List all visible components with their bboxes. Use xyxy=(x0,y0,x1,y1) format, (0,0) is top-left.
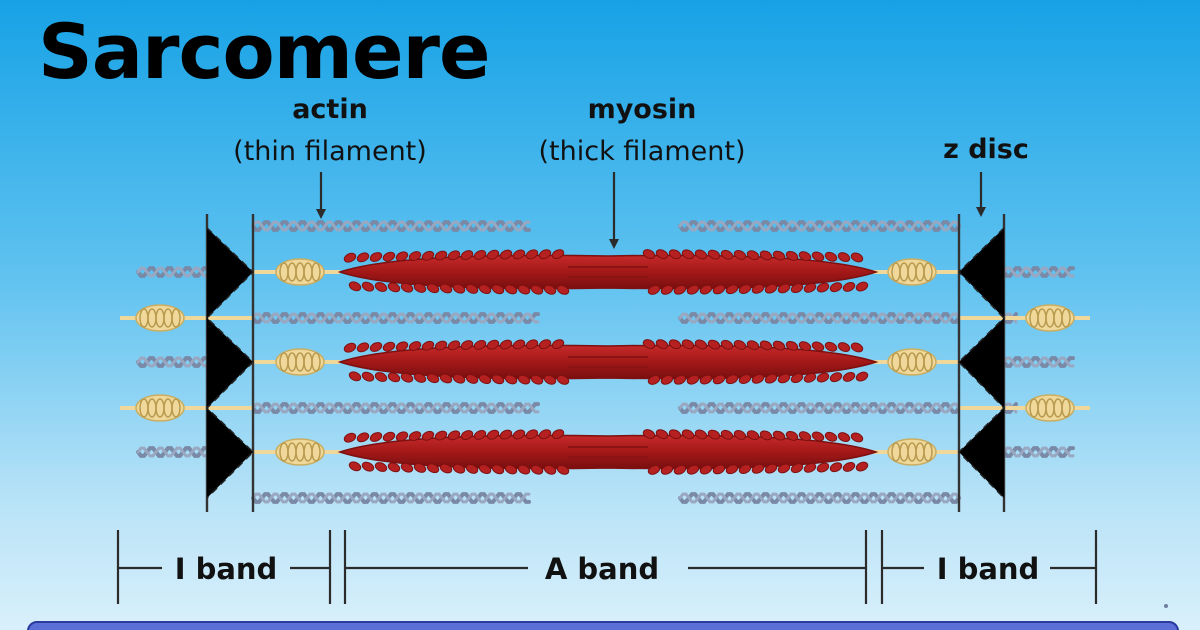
left-i-band-label: I band xyxy=(175,552,278,586)
actin-strand xyxy=(678,220,961,232)
titin-coil xyxy=(135,394,185,422)
a-band-label: A band xyxy=(545,552,659,586)
titin-springs xyxy=(120,258,1090,466)
z-disc-left xyxy=(205,214,255,512)
actin-strand xyxy=(136,356,209,368)
titin-coil xyxy=(887,258,937,286)
actin-strand xyxy=(136,266,209,278)
myosin-sub-label: (thick filament) xyxy=(539,136,746,167)
titin-coil xyxy=(275,348,325,376)
titin-coil xyxy=(275,438,325,466)
actin-label: actin xyxy=(292,94,368,125)
titin-coil xyxy=(275,258,325,286)
right-i-band-bracket xyxy=(880,530,1098,604)
myosin-filaments xyxy=(337,249,879,475)
actin-strand xyxy=(251,220,531,232)
actin-strand xyxy=(1002,356,1075,368)
actin-strand xyxy=(678,492,961,504)
left-i-band-bracket xyxy=(116,530,332,604)
titin-coil xyxy=(1025,394,1075,422)
zdisc-label: z disc xyxy=(943,134,1029,165)
myosin-thick-filament xyxy=(337,249,879,295)
titin-coil xyxy=(135,304,185,332)
dot-decoration xyxy=(1164,604,1168,608)
page-title: Sarcomere xyxy=(38,7,490,96)
titin-coil xyxy=(887,348,937,376)
actin-filaments xyxy=(136,220,1075,504)
actin-strand xyxy=(251,312,540,324)
actin-strand xyxy=(1002,266,1075,278)
actin-sub-label: (thin filament) xyxy=(233,136,427,167)
myosin-thick-filament xyxy=(337,429,879,475)
right-i-band-label: I band xyxy=(937,552,1040,586)
z-disc-right xyxy=(957,214,1006,512)
actin-strand xyxy=(136,446,209,458)
titin-coil xyxy=(887,438,937,466)
titin-coil xyxy=(1025,304,1075,332)
myosin-label: myosin xyxy=(588,94,697,125)
actin-strand xyxy=(678,312,961,324)
actin-strand xyxy=(251,492,531,504)
actin-strand xyxy=(251,402,540,414)
myosin-thick-filament xyxy=(337,339,879,385)
a-band-bracket xyxy=(343,530,868,604)
actin-strand xyxy=(678,402,961,414)
actin-strand xyxy=(1002,446,1075,458)
bottom-bar xyxy=(27,621,1179,630)
